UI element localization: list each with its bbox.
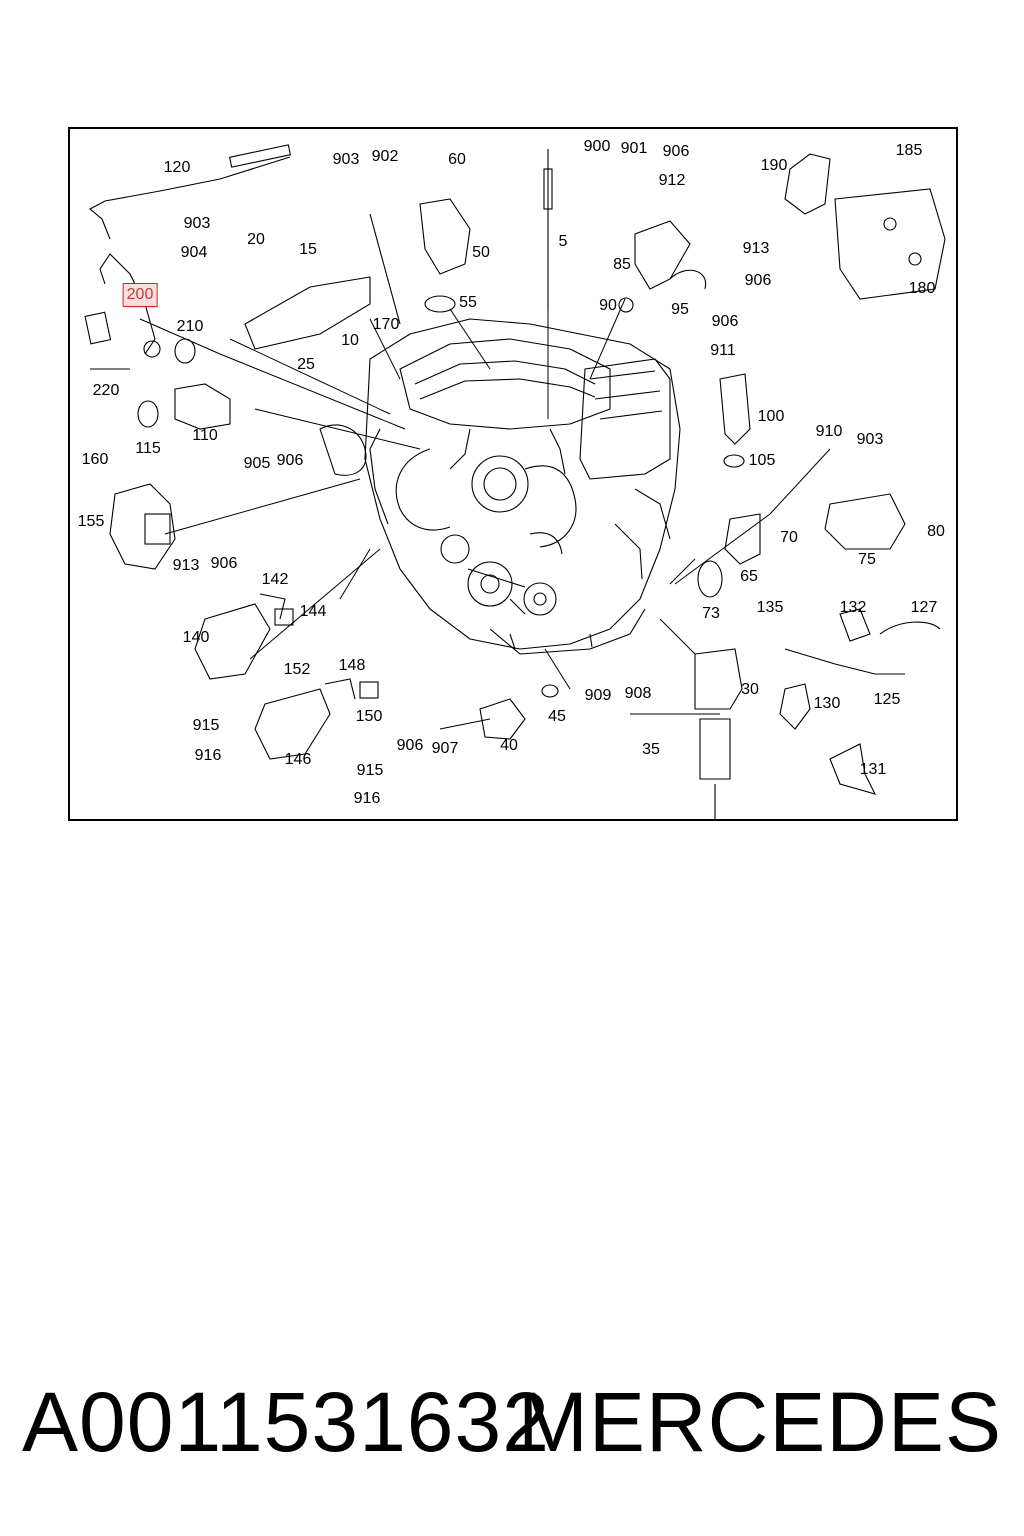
- parts-drawings: [84, 144, 946, 819]
- callout-label[interactable]: 210: [176, 318, 204, 335]
- callout-label[interactable]: 190: [760, 157, 788, 174]
- callout-label[interactable]: 140: [182, 629, 210, 646]
- callout-label[interactable]: 5: [558, 233, 568, 250]
- callout-label[interactable]: 160: [81, 451, 109, 468]
- callout-label[interactable]: 90: [599, 297, 617, 314]
- callout-label[interactable]: 130: [813, 695, 841, 712]
- callout-label[interactable]: 85: [613, 256, 631, 273]
- callout-label[interactable]: 906: [744, 272, 772, 289]
- callout-label[interactable]: 20: [247, 231, 265, 248]
- callout-label[interactable]: 135: [756, 599, 784, 616]
- callout-label[interactable]: 73: [702, 605, 720, 622]
- part-number: A0011531632: [22, 1375, 550, 1469]
- callout-label[interactable]: 131: [859, 761, 887, 778]
- callout-label[interactable]: 152: [283, 661, 311, 678]
- callout-label[interactable]: 25: [297, 356, 315, 373]
- callout-label[interactable]: 127: [910, 599, 938, 616]
- callout-label[interactable]: 15: [299, 241, 317, 258]
- callout-label[interactable]: 148: [338, 657, 366, 674]
- engine-block-drawing: [319, 318, 681, 655]
- leader-lines: [139, 298, 831, 730]
- callout-label[interactable]: 105: [748, 452, 776, 469]
- callout-label[interactable]: 70: [780, 529, 798, 546]
- parts-diagram: 120 903 902 60 900 901 906 912 190 185 9…: [68, 127, 958, 821]
- brand-name: MERCEDES: [517, 1375, 1002, 1469]
- callout-label[interactable]: 915: [356, 762, 384, 779]
- callout-label[interactable]: 45: [548, 708, 566, 725]
- callout-label[interactable]: 10: [341, 332, 359, 349]
- callout-label[interactable]: 904: [180, 244, 208, 261]
- callout-label[interactable]: 50: [472, 244, 490, 261]
- callout-label[interactable]: 906: [396, 737, 424, 754]
- callout-label[interactable]: 120: [163, 159, 191, 176]
- footer: A0011531632 MERCEDES: [0, 1372, 1024, 1472]
- callout-label[interactable]: 220: [92, 382, 120, 399]
- callout-label[interactable]: 132: [839, 599, 867, 616]
- callout-label[interactable]: 150: [355, 708, 383, 725]
- callout-label[interactable]: 911: [710, 342, 736, 359]
- callout-label[interactable]: 906: [276, 452, 304, 469]
- callout-label[interactable]: 170: [372, 316, 400, 333]
- callout-label[interactable]: 906: [662, 143, 690, 160]
- callout-label[interactable]: 95: [671, 301, 689, 318]
- engine-sensor-exploded-view: [84, 144, 946, 819]
- callout-label[interactable]: 906: [711, 313, 739, 330]
- callout-label[interactable]: 110: [192, 427, 218, 444]
- callout-label[interactable]: 115: [135, 440, 161, 457]
- callout-label-highlighted[interactable]: 200: [122, 283, 158, 307]
- callout-label[interactable]: 80: [927, 523, 945, 540]
- callout-label[interactable]: 60: [448, 151, 466, 168]
- callout-label[interactable]: 146: [284, 751, 312, 768]
- callout-label[interactable]: 40: [500, 737, 518, 754]
- callout-label[interactable]: 903: [332, 151, 360, 168]
- callout-label[interactable]: 910: [815, 423, 843, 440]
- callout-label[interactable]: 909: [584, 687, 612, 704]
- callout-label[interactable]: 916: [194, 747, 222, 764]
- callout-label[interactable]: 901: [620, 140, 648, 157]
- callout-label[interactable]: 905: [243, 455, 271, 472]
- callout-label[interactable]: 903: [856, 431, 884, 448]
- callout-label[interactable]: 903: [183, 215, 211, 232]
- callout-label[interactable]: 913: [172, 557, 200, 574]
- callout-label[interactable]: 916: [353, 790, 381, 807]
- callout-label[interactable]: 35: [642, 741, 660, 758]
- callout-label[interactable]: 75: [858, 551, 876, 568]
- callout-label[interactable]: 100: [757, 408, 785, 425]
- callout-label[interactable]: 155: [77, 513, 105, 530]
- callout-label[interactable]: 900: [583, 138, 611, 155]
- callout-label[interactable]: 144: [299, 603, 327, 620]
- callout-label[interactable]: 907: [431, 740, 459, 757]
- callout-label[interactable]: 55: [459, 294, 477, 311]
- callout-label[interactable]: 30: [741, 681, 759, 698]
- callout-label[interactable]: 912: [658, 172, 686, 189]
- callout-label[interactable]: 902: [371, 148, 399, 165]
- callout-label[interactable]: 185: [895, 142, 923, 159]
- callout-label[interactable]: 906: [210, 555, 238, 572]
- callout-label[interactable]: 913: [742, 240, 770, 257]
- callout-label[interactable]: 142: [261, 571, 289, 588]
- callout-label[interactable]: 908: [624, 685, 652, 702]
- callout-label[interactable]: 65: [740, 568, 758, 585]
- callout-label[interactable]: 180: [908, 280, 936, 297]
- callout-label[interactable]: 125: [873, 691, 901, 708]
- callout-label[interactable]: 915: [192, 717, 220, 734]
